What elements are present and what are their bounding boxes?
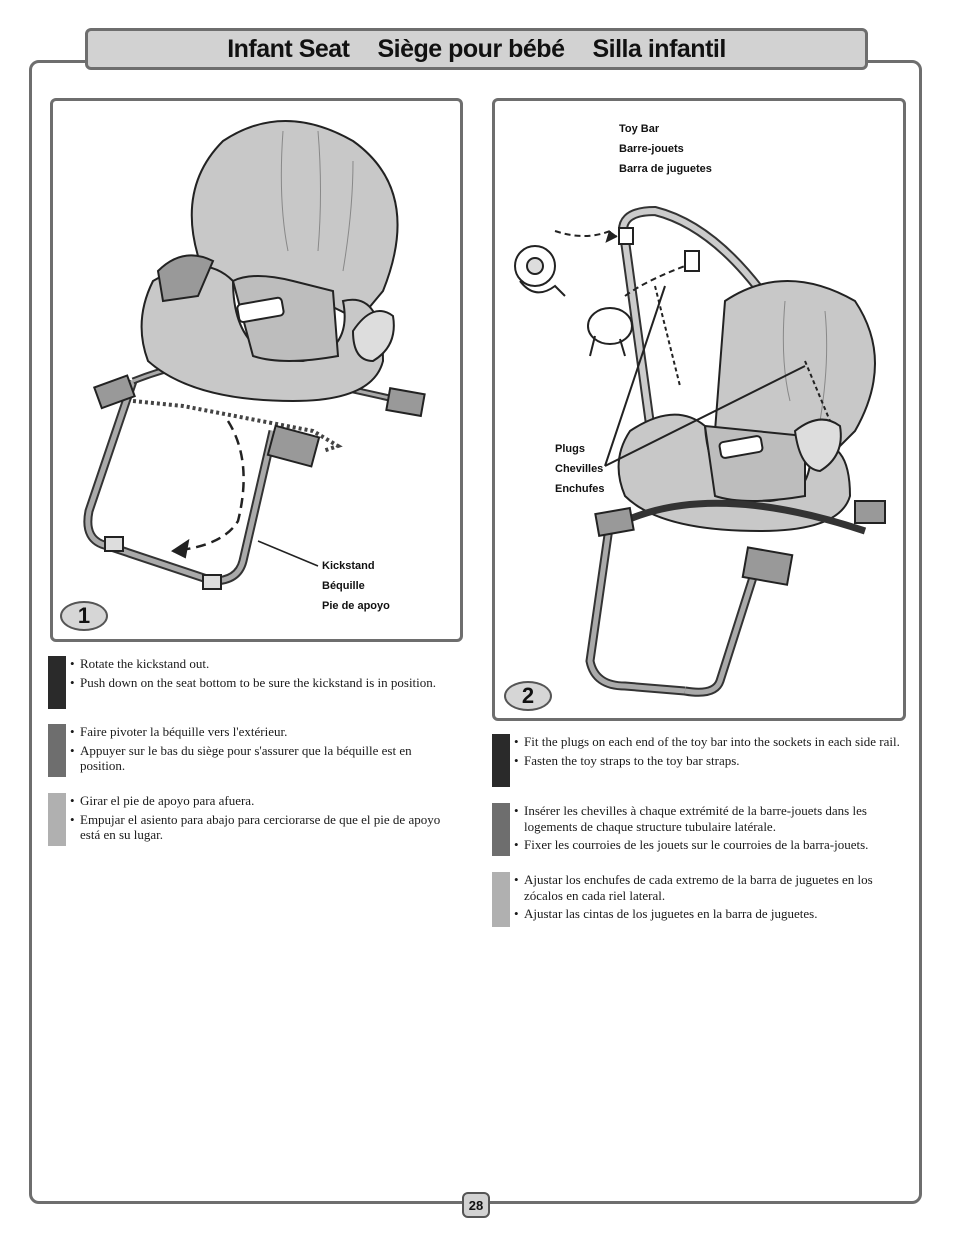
step-number-badge: 1: [60, 601, 108, 631]
kickstand-callout: Kickstand Béquille Pie de apoyo: [322, 556, 390, 616]
step1-illustration-panel: Kickstand Béquille Pie de apoyo 1: [50, 98, 463, 642]
callout-label: Pie de apoyo: [322, 600, 390, 612]
callout-label: Toy Bar: [619, 123, 660, 135]
step2-seat-illustration: [514, 205, 886, 697]
instruction-item: Appuyer sur le bas du siège pour s'assur…: [70, 743, 458, 774]
english-color-bar: [48, 656, 66, 709]
instruction-item: Fit the plugs on each end of the toy bar…: [514, 734, 900, 750]
instruction-item: Girar el pie de apoyo para afuera.: [70, 793, 458, 809]
step1-instructions-spanish: Girar el pie de apoyo para afuera. Empuj…: [48, 793, 458, 846]
plugs-callout: Plugs Chevilles Enchufes: [555, 439, 605, 499]
step-number-badge: 2: [504, 681, 552, 711]
toy-bar-callout: Toy Bar Barre-jouets Barra de juguetes: [619, 119, 712, 179]
step2-instructions-english: Fit the plugs on each end of the toy bar…: [492, 734, 912, 787]
step1-instructions-french: Faire pivoter la béquille vers l'extérie…: [48, 724, 458, 777]
page-title: Infant Seat Siège pour bébé Silla infant…: [85, 28, 868, 70]
instruction-item: Ajustar las cintas de los juguetes en la…: [514, 906, 912, 922]
spanish-color-bar: [48, 793, 66, 846]
instruction-item: Push down on the seat bottom to be sure …: [70, 675, 436, 691]
instruction-item: Ajustar los enchufes de cada extremo de …: [514, 872, 912, 903]
instruction-item: Fixer les courroies de les jouets sur le…: [514, 837, 912, 853]
callout-label: Barre-jouets: [619, 143, 684, 155]
title-english: Infant Seat: [227, 34, 350, 63]
callout-label: Béquille: [322, 580, 365, 592]
step1-instructions-english: Rotate the kickstand out. Push down on t…: [48, 656, 458, 709]
step2-illustration-panel: Toy Bar Barre-jouets Barra de juguetes P…: [492, 98, 906, 721]
instruction-item: Rotate the kickstand out.: [70, 656, 436, 672]
title-french: Siège pour bébé: [377, 34, 565, 63]
english-color-bar: [492, 734, 510, 787]
step2-instructions-spanish: Ajustar los enchufes de cada extremo de …: [492, 872, 912, 927]
callout-label: Chevilles: [555, 463, 604, 475]
title-spanish: Silla infantil: [592, 34, 726, 63]
callout-label: Plugs: [555, 443, 585, 455]
spanish-color-bar: [492, 872, 510, 927]
callout-label: Enchufes: [555, 483, 605, 495]
french-color-bar: [48, 724, 66, 777]
instruction-item: Fasten the toy straps to the toy bar str…: [514, 753, 900, 769]
page-number: 28: [462, 1192, 490, 1218]
step1-seat-illustration: [83, 120, 426, 590]
french-color-bar: [492, 803, 510, 856]
instruction-item: Empujar el asiento para abajo para cerci…: [70, 812, 458, 843]
instruction-item: Insérer les chevilles à chaque extrémité…: [514, 803, 912, 834]
callout-label: Kickstand: [322, 560, 375, 572]
step2-instructions-french: Insérer les chevilles à chaque extrémité…: [492, 803, 912, 856]
instruction-item: Faire pivoter la béquille vers l'extérie…: [70, 724, 458, 740]
callout-label: Barra de juguetes: [619, 163, 712, 175]
